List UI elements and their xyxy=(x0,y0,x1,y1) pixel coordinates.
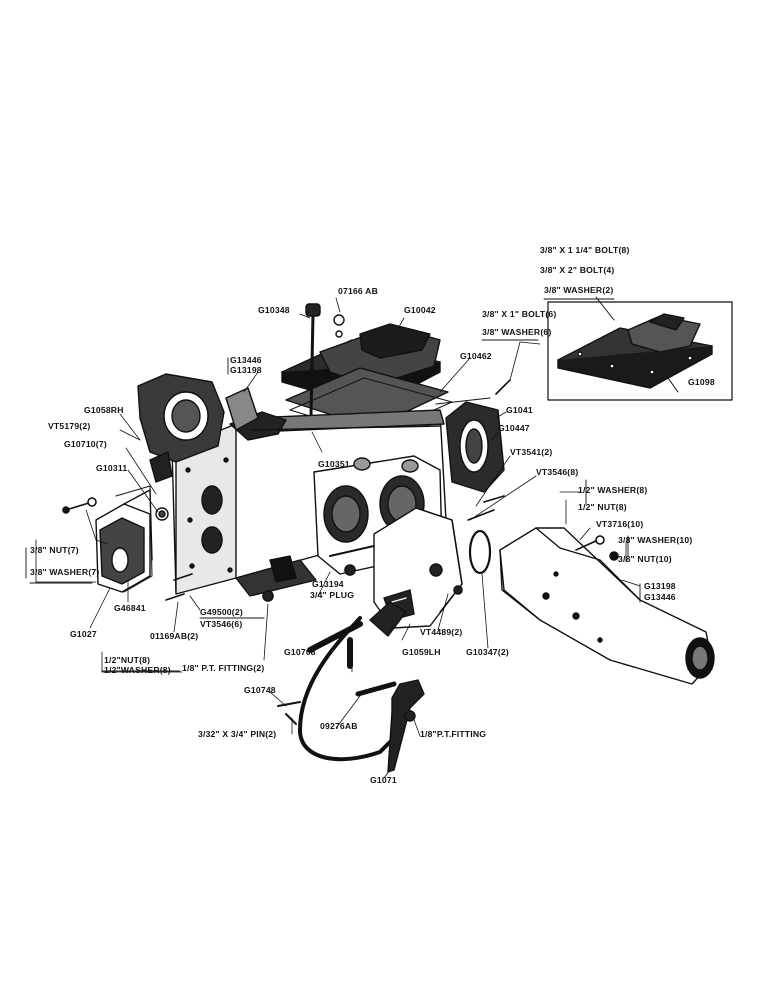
callout-g10447: G10447 xyxy=(498,423,530,433)
callout-washer-2: 3/8" WASHER(2) xyxy=(544,285,614,295)
callout-vt3546-8: VT3546(8) xyxy=(536,467,579,477)
callout-g10748: G10748 xyxy=(244,685,276,695)
callout-g1027: G1027 xyxy=(70,629,97,639)
callout-washer-half: 1/2"WASHER(8) xyxy=(104,665,171,675)
callout-g10351: G10351 xyxy=(318,459,350,469)
callout-fitting: 1/8"P.T.FITTING xyxy=(420,729,487,739)
callout-g13194: G13194 xyxy=(312,579,344,589)
callout-g46841: G46841 xyxy=(114,603,146,613)
callout-bolt-1-6: 3/8" X 1" BOLT(6) xyxy=(482,309,557,319)
axle-housing-part xyxy=(499,527,715,685)
callout-washer-7: 3/8" WASHER(7) xyxy=(30,567,100,577)
callout-nut-7: 3/8" NUT(7) xyxy=(30,545,79,555)
callout-washer-1-2-8: 1/2" WASHER(8) xyxy=(578,485,648,495)
callout-g13198-right: G13198 xyxy=(644,581,676,591)
callout-g13446-right: G13446 xyxy=(644,592,676,602)
lh-housing-part xyxy=(373,507,463,629)
callout-vt3541: VT3541(2) xyxy=(510,447,553,457)
callout-07166ab: 07166 AB xyxy=(338,286,378,296)
callout-fitting-2: 1/8" P.T. FITTING(2) xyxy=(182,663,265,673)
side-cover-part xyxy=(445,401,505,493)
callout-g1041: G1041 xyxy=(506,405,533,415)
fastener-group xyxy=(62,379,619,602)
callout-nut-10: 3/8" NUT(10) xyxy=(618,554,672,564)
callout-g10462: G10462 xyxy=(460,351,492,361)
callout-g10311: G10311 xyxy=(96,463,128,473)
callout-g1058rh: G1058RH xyxy=(84,405,124,415)
callout-pin: 3/32" X 3/4" PIN(2) xyxy=(198,729,277,739)
callout-g1059lh: G1059LH xyxy=(402,647,441,657)
callout-g10708: G10708 xyxy=(284,647,316,657)
callout-g10347: G10347(2) xyxy=(466,647,509,657)
callout-vt3716: VT3716(10) xyxy=(596,519,644,529)
callout-g10710: G10710(7) xyxy=(64,439,107,449)
inset-cover-part xyxy=(557,313,713,389)
callout-nut-1-2-8: 1/2" NUT(8) xyxy=(578,502,627,512)
callout-g10348: G10348 xyxy=(258,305,290,315)
seal-ring xyxy=(468,529,492,575)
rh-housing-part xyxy=(137,373,259,483)
callout-g1098: G1098 xyxy=(688,377,715,387)
callout-washer-6: 3/8" WASHER(6) xyxy=(482,327,552,337)
callout-g13446-top: G13446 xyxy=(230,355,262,365)
inset-frame xyxy=(547,301,733,401)
shift-lever xyxy=(309,312,315,418)
transmission-case-part xyxy=(171,409,447,597)
leader-lines xyxy=(35,297,641,779)
callout-vt3546-6: VT3546(6) xyxy=(200,619,243,629)
callout-vt5179: VT5179(2) xyxy=(48,421,91,431)
callout-underlines xyxy=(25,298,641,672)
callout-o1169ab: 01169AB(2) xyxy=(150,631,199,641)
shift-linkage-part xyxy=(277,601,425,773)
end-plate-part xyxy=(95,489,153,593)
callout-bolt-2: 3/8" X 2" BOLT(4) xyxy=(540,265,615,275)
callout-g10042: G10042 xyxy=(404,305,436,315)
shifter-cover-part xyxy=(281,323,453,437)
callout-washer-10: 3/8" WASHER(10) xyxy=(618,535,693,545)
callout-09276ab: 09276AB xyxy=(320,721,358,731)
callout-bolt-1-1-4: 3/8" X 1 1/4" BOLT(8) xyxy=(540,245,630,255)
callout-g13198-top: G13198 xyxy=(230,365,262,375)
callout-g49500: G49500(2) xyxy=(200,607,243,617)
callout-plug-3-4: 3/4" PLUG xyxy=(310,590,355,600)
callout-vt4489: VT4489(2) xyxy=(420,627,463,637)
callout-g1071: G1071 xyxy=(370,775,397,785)
callout-nut-half: 1/2"NUT(8) xyxy=(104,655,151,665)
